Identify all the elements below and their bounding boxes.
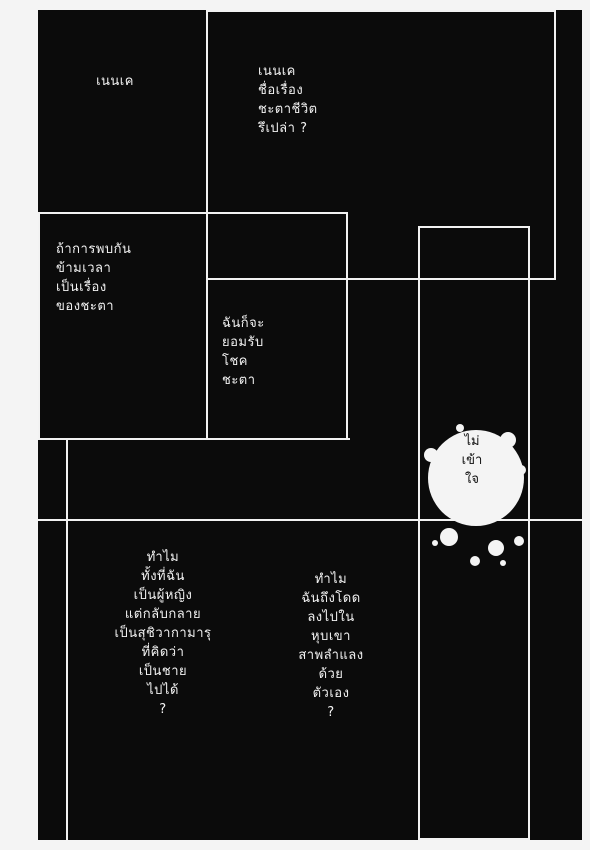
balloon-dot xyxy=(500,432,516,448)
panel-7-text: ทำไม ฉันถึงโดด ลงไปใน หุบเขา สาพลำแลง ด้… xyxy=(298,572,364,720)
balloon-dot xyxy=(470,556,480,566)
panel-3-text: ถ้าการพบกัน ข้ามเวลา เป็นเรื่อง ของชะตา xyxy=(56,242,132,314)
panel-5 xyxy=(418,226,530,840)
panel-4-text: ฉันก็จะ ยอมรับ โชค ชะตา xyxy=(222,316,265,388)
balloon-dot xyxy=(500,560,506,566)
panel-5-text: ไม่ เข้า ใจ xyxy=(461,434,483,487)
panel-1 xyxy=(38,10,208,215)
divider-long xyxy=(38,519,582,521)
balloon-dot xyxy=(424,448,438,462)
divider-left-strip xyxy=(66,438,68,840)
balloon-dot xyxy=(516,465,526,475)
balloon-dot xyxy=(456,424,464,432)
balloon-dot xyxy=(440,528,458,546)
panel-6-text: ทำไม ทั้งที่ฉัน เป็นผู้หญิง แต่กลับกลาย … xyxy=(114,550,212,717)
balloon-dot xyxy=(488,540,504,556)
panel-1-text: เนนเค xyxy=(96,74,134,89)
divider-mid xyxy=(38,438,350,440)
panel-2-text: เนนเค ชื่อเรื่อง ชะตาชีวิต รึเปล่า ? xyxy=(258,64,318,136)
balloon-dot xyxy=(432,540,438,546)
panel-2 xyxy=(206,10,556,280)
page-ink-area xyxy=(38,10,582,840)
balloon-dot xyxy=(514,536,524,546)
